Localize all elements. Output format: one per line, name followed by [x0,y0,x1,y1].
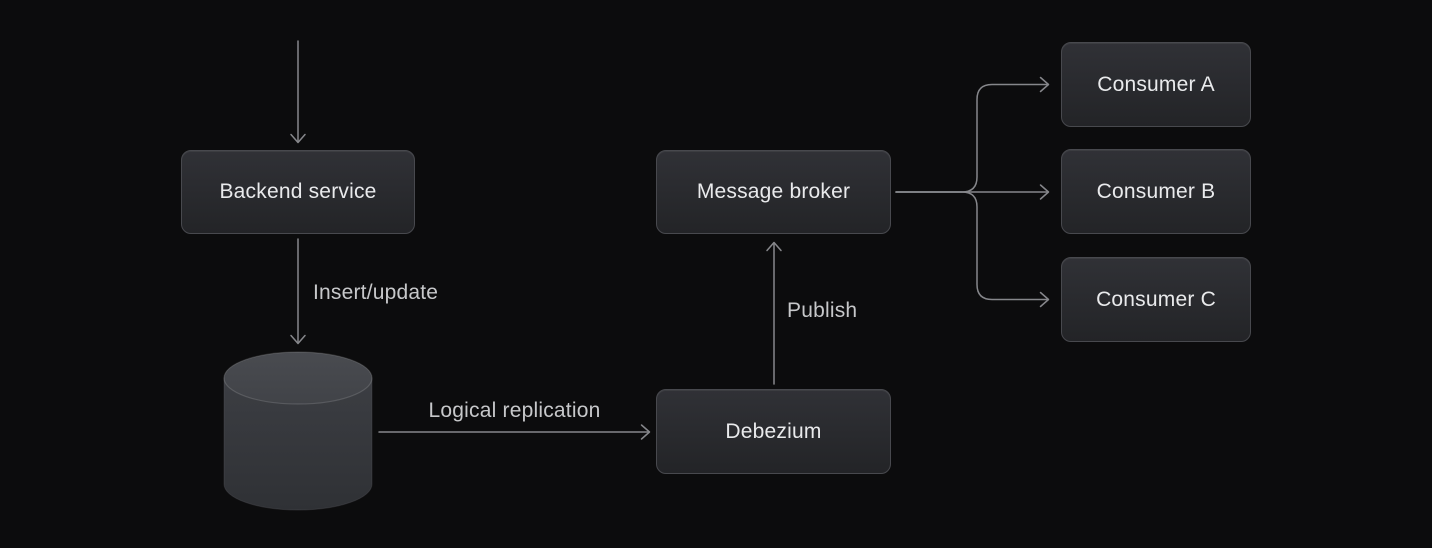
node-backend-service: Backend service [181,150,415,234]
node-consumer-b-label: Consumer B [1096,179,1216,203]
node-message-broker-label: Message broker [696,180,851,203]
edge-broker-to-consumer-a [895,76,1050,193]
node-debezium-label: Debezium [725,419,822,443]
edge-debezium-to-broker [766,241,782,385]
node-consumer-a-label: Consumer A [1097,72,1215,96]
edge-label-publish: Publish [787,299,858,322]
node-consumer-c: Consumer C [1061,257,1251,342]
node-consumer-a: Consumer A [1061,42,1251,127]
node-consumer-c-label: Consumer C [1096,287,1216,311]
edge-database-to-debezium [378,424,651,440]
node-backend-service-label: Backend service [219,180,377,203]
node-debezium: Debezium [656,389,891,474]
edge-broker-to-consumer-c [895,191,1050,308]
edge-label-insert-update: Insert/update [313,281,439,304]
edge-backend-to-database [290,238,306,345]
database-icon [223,351,373,511]
node-consumer-b: Consumer B [1061,149,1251,234]
edge-label-logical-replication: Logical replication [428,399,601,422]
node-message-broker: Message broker [656,150,891,234]
edge-start-to-backend [290,40,306,144]
